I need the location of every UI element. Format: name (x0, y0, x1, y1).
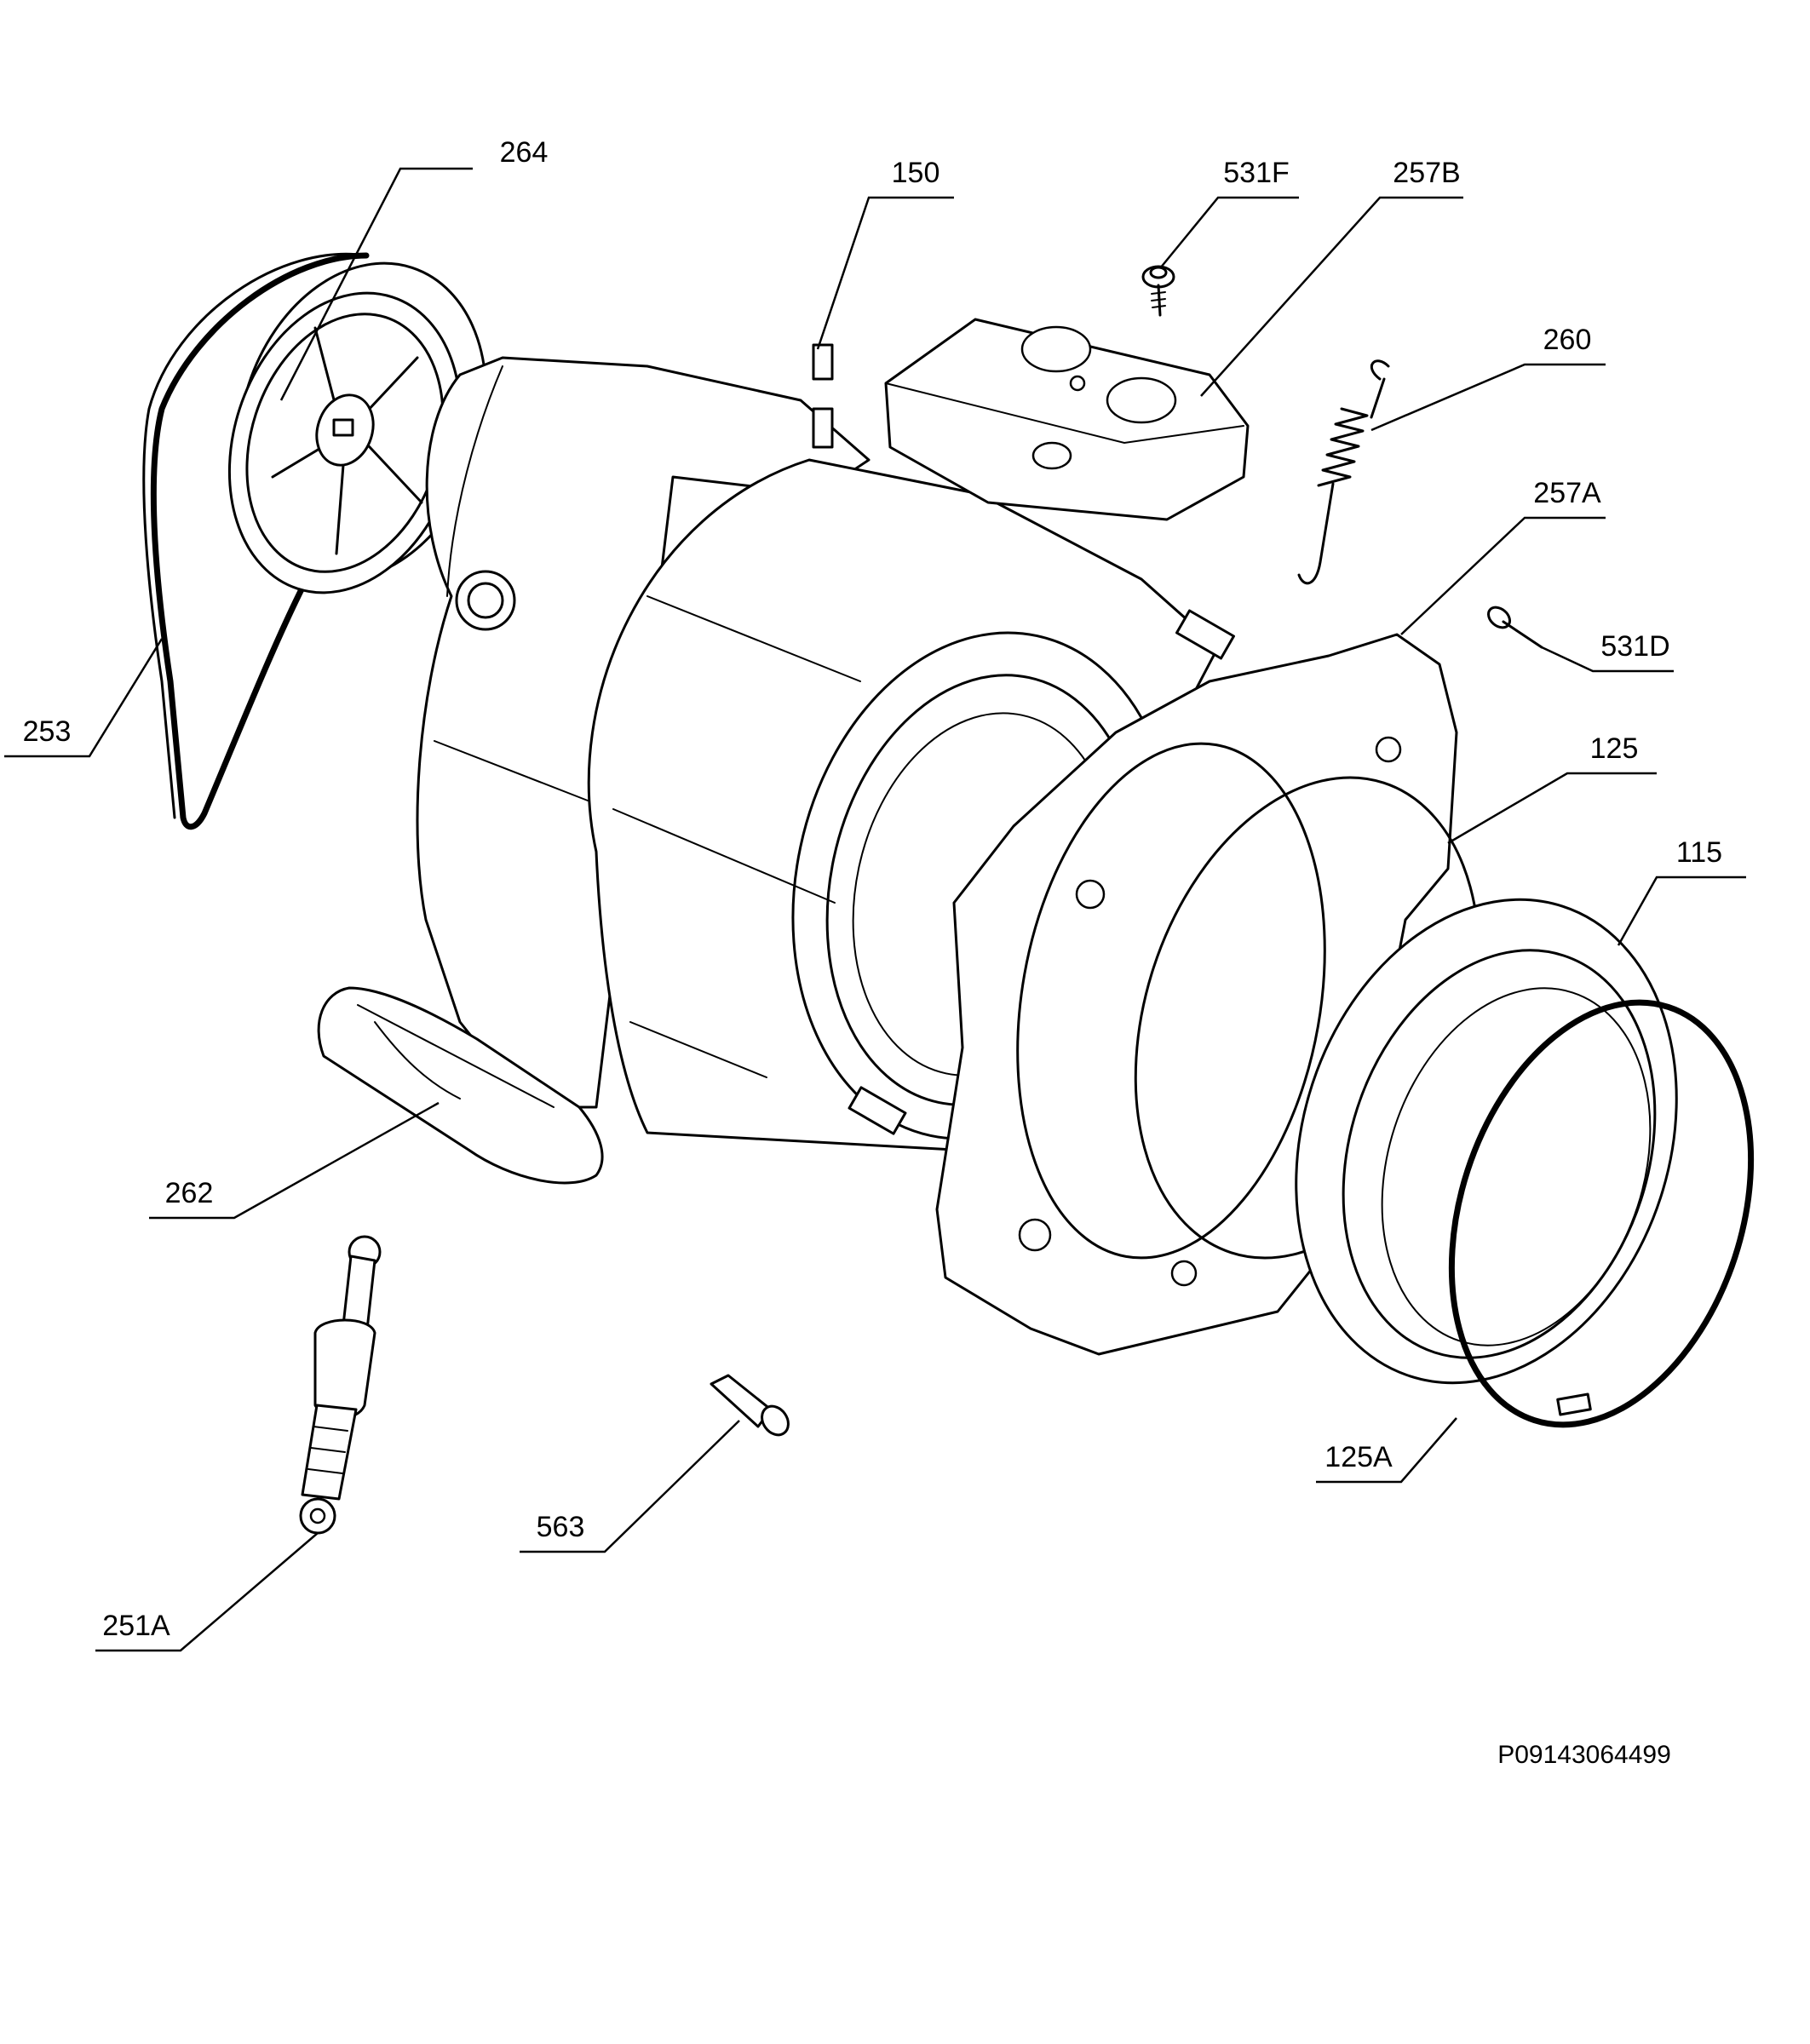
pulley-wheel-part[interactable] (192, 231, 526, 623)
callout-257a: 257A (1533, 477, 1601, 509)
leader-lines (4, 167, 1746, 1652)
diagram-reference-code: P09143064499 (1497, 1741, 1671, 1769)
screw-531f-part[interactable] (1141, 265, 1175, 317)
callout-150: 150 (892, 157, 940, 189)
suspension-spring-part[interactable] (1297, 359, 1390, 585)
pin-563-part[interactable] (710, 1374, 794, 1440)
shock-absorber-part[interactable] (299, 1235, 382, 1535)
callout-531d: 531D (1600, 630, 1669, 663)
callout-253: 253 (23, 715, 72, 748)
callout-125a: 125A (1324, 1441, 1393, 1473)
callout-labels: 264 150 531F 257B 260 257A 531D 253 125 … (23, 136, 1722, 1642)
callout-264: 264 (500, 136, 549, 169)
callout-115: 115 (1676, 836, 1722, 869)
clamp-band-125a-part[interactable] (1400, 963, 1801, 1463)
bottom-counterweight-part[interactable] (317, 986, 604, 1185)
callout-563: 563 (537, 1511, 585, 1543)
callout-531f: 531F (1223, 157, 1290, 189)
callout-125: 125 (1590, 732, 1639, 765)
tub-top-counterweight-part[interactable] (884, 318, 1250, 521)
drive-belt-part[interactable] (142, 252, 370, 830)
callout-251a: 251A (102, 1610, 170, 1642)
callout-262: 262 (165, 1177, 214, 1209)
callout-257b: 257B (1393, 157, 1460, 189)
callout-260: 260 (1543, 324, 1592, 356)
screw-531d-part[interactable] (1485, 603, 1543, 649)
